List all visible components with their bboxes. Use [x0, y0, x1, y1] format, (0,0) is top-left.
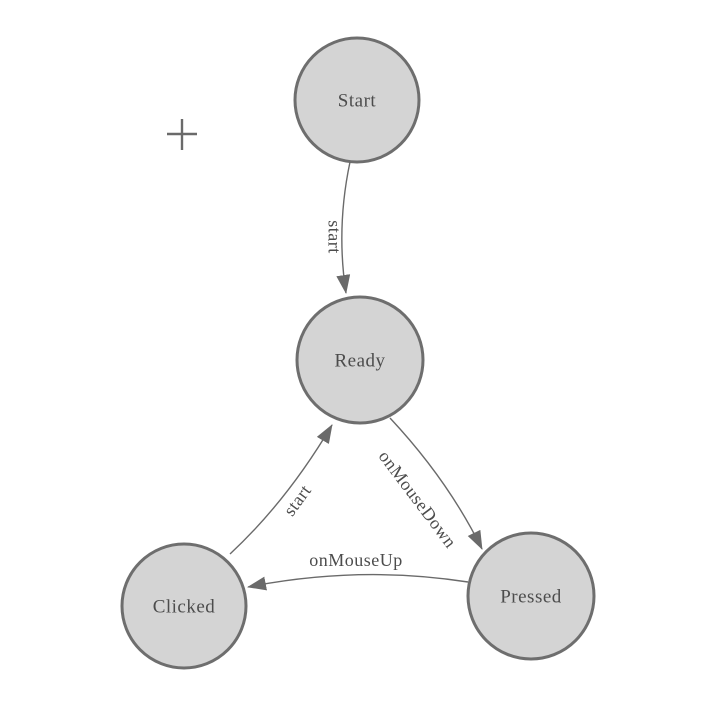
node-pressed[interactable]: Pressed: [466, 531, 596, 661]
node-ready[interactable]: Ready: [295, 295, 425, 425]
edge-ready-to-pressed-label: onMouseDown: [375, 447, 461, 552]
node-clicked-label: Clicked: [153, 597, 216, 618]
edge-pressed-to-clicked-path[interactable]: [247, 573, 469, 591]
edge-pressed-to-clicked[interactable]: onMouseUp: [247, 550, 469, 591]
edge-start-to-ready-path[interactable]: [336, 161, 351, 294]
node-clicked-circle[interactable]: [120, 542, 248, 670]
node-pressed-circle[interactable]: [466, 531, 596, 661]
edge-clicked-to-ready-path[interactable]: [229, 424, 333, 555]
node-start-label: Start: [338, 91, 377, 112]
node-ready-label: Ready: [334, 351, 385, 372]
edge-ready-to-pressed-path[interactable]: [389, 417, 483, 550]
node-start[interactable]: Start: [293, 36, 421, 164]
edge-pressed-to-clicked-label: onMouseUp: [309, 550, 403, 570]
node-pressed-label: Pressed: [500, 587, 562, 608]
node-clicked[interactable]: Clicked: [120, 542, 248, 670]
edge-start-to-ready-label: start: [325, 220, 345, 254]
edge-ready-to-pressed[interactable]: onMouseDown: [375, 417, 483, 552]
edge-clicked-to-ready-label: start: [279, 481, 315, 520]
node-ready-circle[interactable]: [295, 295, 425, 425]
edge-start-to-ready[interactable]: start: [325, 161, 351, 294]
edge-clicked-to-ready[interactable]: start: [229, 424, 333, 555]
crosshair-plus-icon: [167, 119, 197, 150]
node-start-circle[interactable]: [293, 36, 421, 164]
